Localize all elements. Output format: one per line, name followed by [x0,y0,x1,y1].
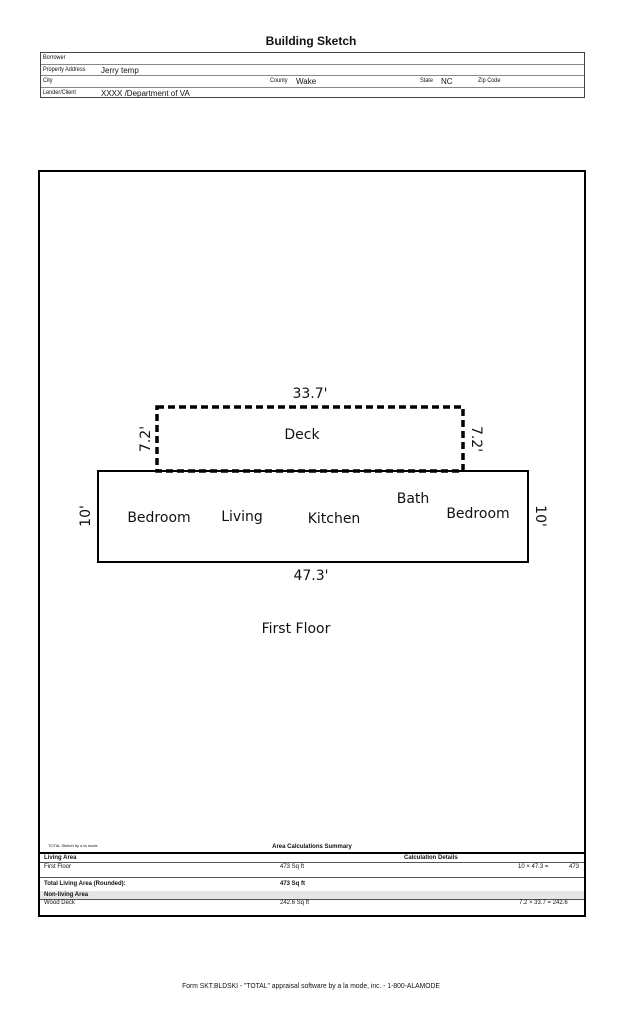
lender-label: Lender/Client [43,88,76,96]
lender-row: Lender/Client XXXX /Department of VA [41,88,584,100]
wood-deck-label: Wood Deck [44,900,75,906]
summary-top-rule [40,852,584,854]
house-left-depth-label: 10' [78,505,94,527]
form-footer: Form SKT.BLDSKI - "TOTAL" appraisal soft… [182,981,440,990]
first-floor-area: 473 Sq ft [280,864,305,870]
living-area-label: Living Area [44,855,77,861]
summary-rule [40,877,584,878]
room-kitchen: Kitchen [308,511,361,527]
state-label: State [420,77,433,84]
room-bedroom-1: Bedroom [127,510,190,526]
deck-right-depth-label: 7.2' [468,426,484,452]
city-label: City [43,77,53,84]
room-bedroom-2: Bedroom [446,506,509,522]
wood-deck-calc: 7.2 × 33.7 = 242.6 [519,900,568,906]
borrower-row: Borrower [41,53,584,65]
room-living: Living [221,509,263,525]
summary-rule [40,899,584,900]
zip-label: Zip Code [478,77,501,84]
first-floor-outline [97,470,529,563]
summary-title: Area Calculations Summary [272,844,352,850]
software-note: TOTAL Sketch by a la mode [48,843,98,848]
calc-details-label: Calculation Details [404,855,458,861]
deck-left-depth-label: 7.2' [138,426,154,452]
property-address-row: Property Address Jerry temp [41,65,584,76]
sketch-frame [38,170,586,917]
house-right-depth-label: 10' [532,505,548,527]
first-floor-label: First Floor [44,864,71,870]
total-living-label: Total Living Area (Rounded): [44,881,126,887]
state-value: NC [441,77,453,86]
first-floor-calc: 10 × 47.3 = [518,864,549,870]
total-living-value: 473 Sq ft [280,881,306,887]
borrower-label: Borrower [43,54,66,61]
first-floor-result: 473 [569,864,580,870]
floor-label: First Floor [262,621,331,637]
header-info-table: Borrower Property Address Jerry temp Cit… [40,52,585,98]
deck-width-label: 33.7' [292,386,327,402]
property-address-value: Jerry temp [101,65,139,75]
property-address-label: Property Address [43,65,86,73]
county-label: County [270,77,288,84]
city-row: City County Wake State NC Zip Code [41,76,584,88]
house-width-label: 47.3' [293,568,328,584]
summary-rule [40,862,584,863]
page-title: Building Sketch [265,34,357,48]
wood-deck-area: 242.6 Sq ft [280,900,310,906]
non-living-shade [40,891,584,899]
room-bath: Bath [397,491,430,507]
deck-label: Deck [284,427,320,443]
county-value: Wake [296,77,317,86]
lender-value: XXXX /Department of VA [101,88,190,98]
non-living-label: Non-living Area [44,892,89,898]
